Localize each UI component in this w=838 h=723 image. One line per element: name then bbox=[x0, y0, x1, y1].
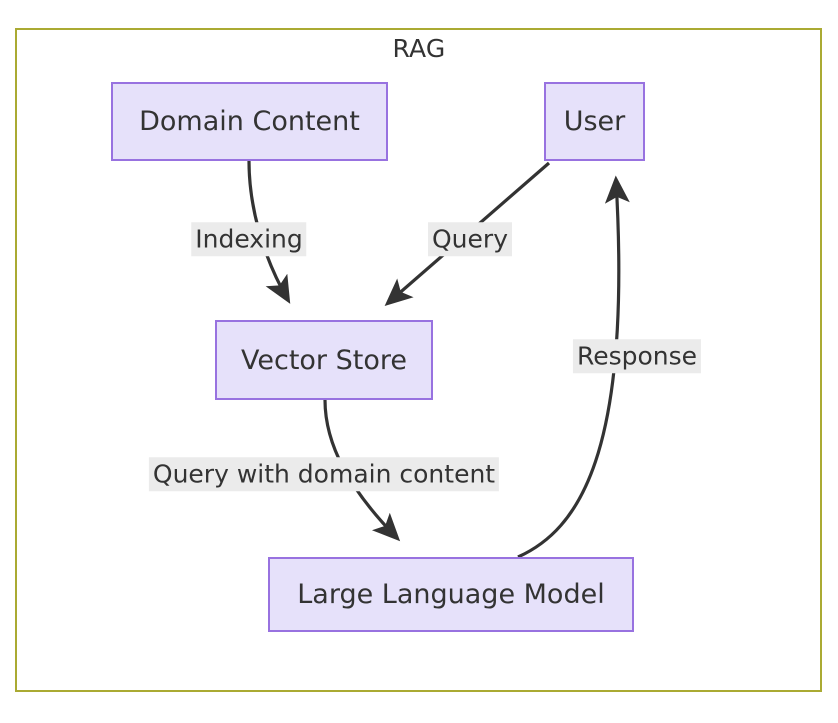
edge-label-indexing: Indexing bbox=[191, 222, 307, 256]
node-label: Vector Store bbox=[241, 344, 407, 376]
subgraph-frame bbox=[15, 28, 822, 692]
edge-label-response: Response bbox=[572, 339, 702, 373]
node-domain-content[interactable]: Domain Content bbox=[111, 82, 388, 161]
node-label: User bbox=[563, 106, 626, 137]
node-label: Domain Content bbox=[139, 106, 360, 137]
node-large-language-model[interactable]: Large Language Model bbox=[268, 557, 634, 632]
subgraph-title: RAG bbox=[392, 34, 446, 63]
edge-label-query-with-domain-content: Query with domain content bbox=[148, 457, 500, 491]
node-user[interactable]: User bbox=[544, 82, 645, 161]
node-label: Large Language Model bbox=[297, 579, 605, 610]
edge-response bbox=[517, 175, 630, 559]
node-vector-store[interactable]: Vector Store bbox=[215, 320, 433, 400]
edge-label-query: Query bbox=[428, 222, 512, 256]
